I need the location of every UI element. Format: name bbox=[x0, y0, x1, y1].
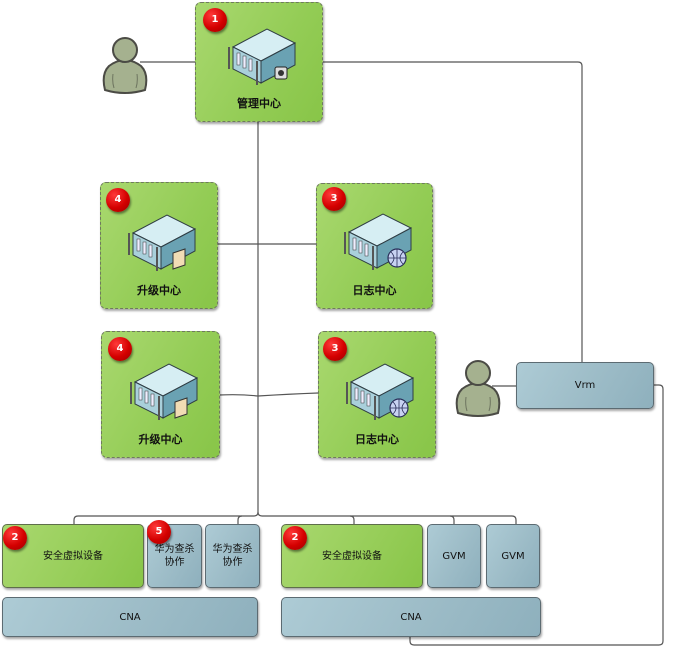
sva-label: 安全虚拟设备 bbox=[43, 550, 103, 562]
badge-number: 1 bbox=[203, 8, 227, 32]
log-center-node[interactable]: 3 日志中心 bbox=[316, 183, 433, 309]
upgrade-center-node[interactable]: 4 升级中心 bbox=[100, 182, 218, 309]
node-label: 升级中心 bbox=[137, 284, 181, 297]
user-icon bbox=[455, 360, 501, 417]
wire-management-vrm bbox=[322, 61, 583, 362]
badge-number: 4 bbox=[108, 337, 132, 361]
server-with-console-icon bbox=[228, 28, 297, 85]
security-virtual-appliance-right[interactable]: 安全虚拟设备 bbox=[281, 524, 423, 588]
server-with-package-icon bbox=[128, 214, 197, 271]
cna-box-left[interactable]: CNA bbox=[2, 597, 258, 637]
gvm-label: GVM bbox=[501, 550, 525, 562]
agent-label: 华为查杀协作 bbox=[212, 544, 253, 568]
server-with-package-icon bbox=[129, 363, 198, 420]
node-label: 升级中心 bbox=[138, 433, 183, 446]
wire-bus-right bbox=[257, 511, 517, 524]
huawei-scan-agent-box[interactable]: 华为查杀协作 bbox=[205, 524, 260, 588]
upgrade-center-node[interactable]: 4 升级中心 bbox=[101, 331, 220, 458]
server-with-globe-icon bbox=[343, 213, 412, 270]
server-with-globe-icon bbox=[346, 363, 415, 420]
wire-vrm-cna bbox=[409, 384, 664, 646]
badge-number: 3 bbox=[323, 337, 347, 361]
cna-label: CNA bbox=[400, 611, 422, 623]
agent-label: 华为查杀协作 bbox=[154, 544, 195, 568]
cna-box-right[interactable]: CNA bbox=[281, 597, 541, 637]
badge-number: 2 bbox=[3, 526, 27, 550]
node-label: 日志中心 bbox=[355, 433, 399, 446]
wire-upgrade2 bbox=[218, 392, 319, 397]
management-center-node[interactable]: 1 管理中心 bbox=[195, 2, 323, 122]
cna-label: CNA bbox=[119, 611, 141, 623]
vrm-box[interactable]: Vrm bbox=[516, 362, 654, 409]
node-label: 日志中心 bbox=[352, 284, 397, 297]
wire-bottom-bus bbox=[73, 511, 259, 524]
badge-number: 5 bbox=[147, 520, 171, 544]
badge-number: 3 bbox=[322, 187, 346, 211]
gvm-label: GVM bbox=[442, 550, 466, 562]
user-icon bbox=[102, 37, 148, 94]
gvm-box[interactable]: GVM bbox=[427, 524, 481, 588]
vrm-label: Vrm bbox=[574, 380, 596, 391]
node-label: 管理中心 bbox=[237, 97, 281, 110]
gvm-box[interactable]: GVM bbox=[486, 524, 540, 588]
log-center-node[interactable]: 3 日志中心 bbox=[318, 331, 436, 458]
badge-number: 2 bbox=[283, 526, 307, 550]
sva-label: 安全虚拟设备 bbox=[322, 550, 382, 562]
badge-number: 4 bbox=[106, 188, 130, 212]
